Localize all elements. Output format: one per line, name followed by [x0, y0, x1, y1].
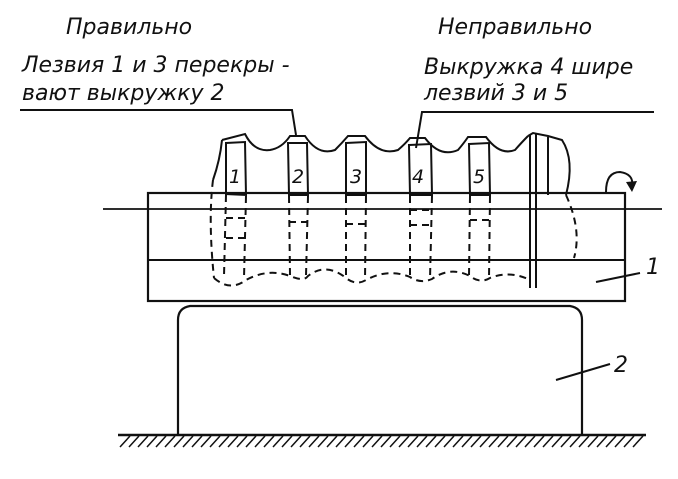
correct-note-line2: вают выкружку 2: [22, 81, 225, 106]
incorrect-note-line2: лезвий 3 и 5: [423, 81, 568, 106]
blade-number-1: 1: [229, 166, 241, 188]
rotation-arrowhead-icon: [626, 181, 637, 192]
part-1-label: 1: [646, 255, 660, 280]
blade-1: [225, 140, 248, 197]
support-body: [176, 304, 584, 434]
correct-note-line1: Лезвия 1 и 3 перекры -: [21, 53, 290, 78]
leader-line-correct: [20, 109, 297, 136]
part-1-leader: [595, 272, 641, 283]
blade-3: [345, 140, 367, 196]
bar-body: [146, 191, 627, 303]
blade-number-4: 4: [412, 166, 424, 188]
end-plate-top: [527, 131, 571, 196]
blade-number-2: 2: [292, 166, 304, 188]
rotation-arrow-icon: [605, 170, 634, 193]
blade-2: [286, 142, 310, 196]
leader-line-incorrect: [415, 111, 654, 149]
hidden-blade-parts: [209, 179, 578, 287]
blade-number-5: 5: [473, 166, 485, 188]
end-plate-body: [529, 134, 549, 288]
ground-hatching: [119, 435, 644, 448]
part-2-label: 2: [614, 353, 628, 378]
blades-top-profile: [212, 132, 529, 181]
blade-number-3: 3: [350, 166, 362, 188]
incorrect-title: Неправильно: [438, 15, 592, 40]
part-2-leader: [555, 363, 611, 381]
correct-title: Правильно: [66, 15, 192, 40]
blade-5: [467, 141, 492, 196]
blade-4: [407, 142, 434, 196]
incorrect-note-line1: Выкружка 4 шире: [424, 55, 633, 80]
